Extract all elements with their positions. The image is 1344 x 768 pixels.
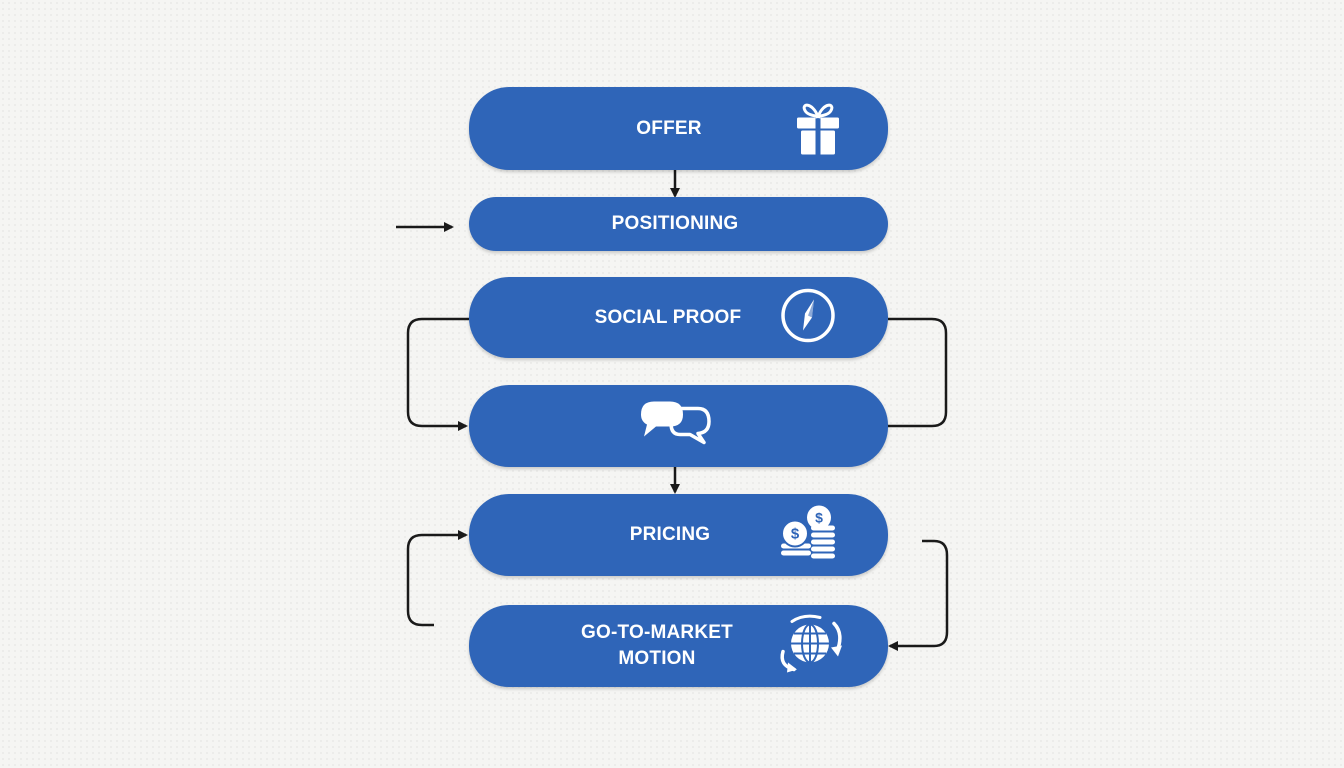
step-go-to-market: GO-TO-MARKET MOTION	[469, 605, 888, 687]
compass-icon	[779, 286, 837, 349]
gift-icon	[793, 95, 843, 162]
step-positioning-label: POSITIONING	[611, 213, 739, 234]
step-offer-label: OFFER	[636, 117, 702, 139]
loop-left-social-proof	[406, 317, 469, 431]
step-offer: OFFER	[469, 87, 888, 170]
loop-right-social-proof	[888, 317, 948, 428]
loop-right-pricing	[888, 539, 949, 651]
step-go-to-market-label: GO-TO-MARKET MOTION	[581, 622, 733, 669]
step-conversation	[469, 385, 888, 467]
coins-icon: $ $	[777, 504, 839, 567]
svg-text:$: $	[791, 526, 800, 543]
step-pricing-label: PRICING	[629, 524, 711, 545]
loop-left-pricing	[406, 530, 468, 627]
step-social-proof: SOCIAL PROOF	[469, 277, 888, 358]
step-pricing: PRICING $ $	[469, 494, 888, 576]
globe-cycle-icon	[770, 612, 850, 681]
svg-text:$: $	[815, 510, 823, 526]
step-social-proof-label: SOCIAL PROOF	[594, 306, 742, 328]
step-positioning: POSITIONING	[469, 197, 888, 251]
chat-bubbles-icon	[638, 398, 712, 455]
